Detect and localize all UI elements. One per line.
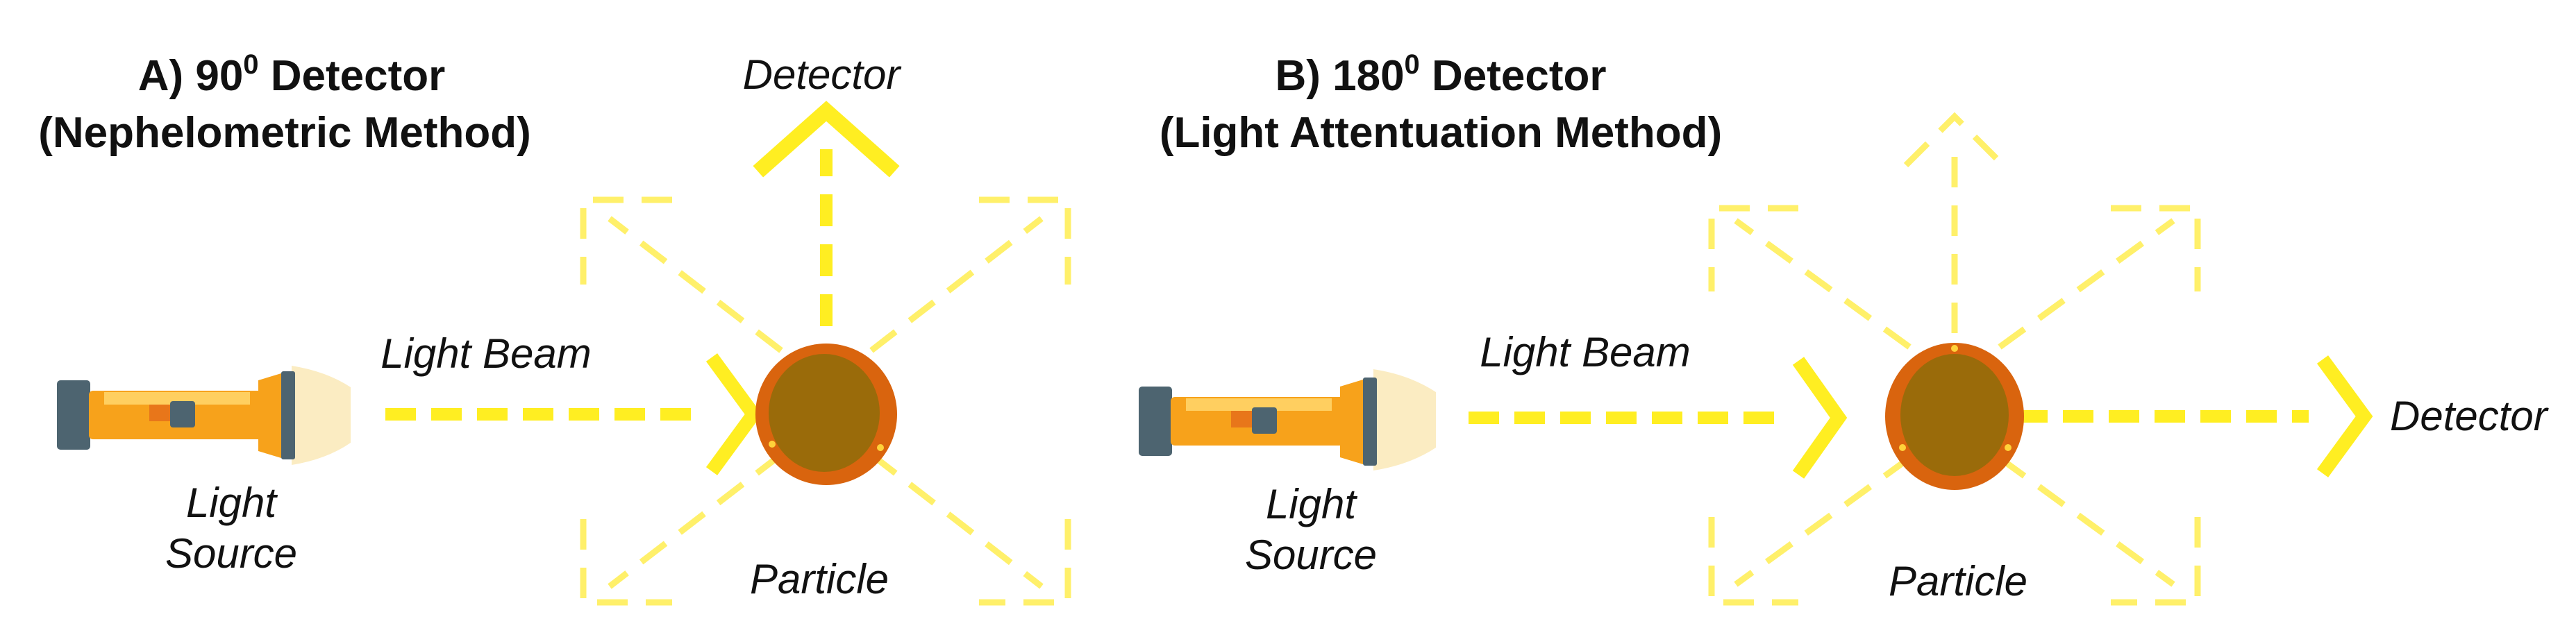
panel-a-bracket-lower-left [580,519,672,606]
panel-a-light-source-label-line2: Source [165,530,297,577]
panel-b-flashlight-lens-ring [1363,378,1377,466]
panel-b-particle-inner [1900,354,2009,476]
panel-a-flashlight-head [258,373,281,458]
panel-a-particle-dot-right [877,444,884,451]
panel-b-flashlight-end-cap [1139,387,1172,456]
panel-b-detector-chevron-arrow-icon [2316,355,2373,477]
panel-b-scatter-rays [1708,112,2201,606]
panel-b-scatter-up-chevron [1903,112,2006,168]
panel-a-scatter-ray-lower-left [608,452,783,589]
panel-b: B) 1800 Detector (Light Attentuation Met… [1139,49,2549,606]
panel-b-title-part1: B) 180 [1275,52,1404,100]
panel-a-bracket-upper-right [979,196,1071,285]
panel-b-light-glow [1373,369,1436,471]
panel-b-particle-dot-top [1951,345,1958,352]
panel-b-particle-dot-right [2005,444,2012,451]
panel-b-light-source-label-line1: Light [1266,481,1357,527]
panel-b-flashlight-icon [1139,369,1436,471]
panel-a-flashlight-end-cap [57,380,90,450]
panel-a-light-glow [292,366,351,465]
panel-a-flashlight-icon [57,366,351,465]
panel-b-bracket-lower-right [2111,517,2201,606]
panel-a-title-part2: Detector [259,52,446,100]
panel-a-subtitle: (Nephelometric Method) [38,109,531,157]
panel-b-title: B) 1800 Detector [1275,49,1606,100]
panel-a-particle-dot-left [769,441,776,448]
panel-b-particle-icon [1885,343,2024,490]
panel-b-scatter-ray-lower-right [1998,455,2175,587]
panel-b-bracket-upper-left [1708,205,1798,291]
panel-a-bracket-lower-right [979,519,1071,606]
panel-b-light-source-label-line2: Source [1245,532,1377,578]
panel-a-scatter-ray-upper-right [869,216,1044,353]
panel-b-particle-dot-left [1899,444,1906,451]
panel-a-particle-icon [755,344,897,485]
panel-a-bracket-upper-left [580,196,672,285]
panel-b-title-part2: Detector [1420,52,1607,100]
panel-b-bracket-lower-left [1708,517,1798,606]
panel-b-beam-chevron-arrow-icon [1792,357,1848,479]
panel-b-subtitle: (Light Attentuation Method) [1160,109,1722,157]
panel-b-title-sup: 0 [1405,49,1420,80]
panel-a-scatter-ray-lower-right [869,452,1044,589]
panel-a-detector-chevron-arrow-icon [753,101,900,178]
panel-b-detector-label: Detector [2390,393,2549,439]
panel-a: A) 900 Detector (Nephelometric Method) D… [38,49,1071,606]
panel-a-scatter-rays [580,196,1071,606]
panel-b-particle-label: Particle [1889,558,2027,604]
panel-a-scatter-ray-upper-left [608,216,783,353]
panel-b-flashlight-highlight [1186,398,1332,411]
panel-a-flashlight-lens-ring [281,371,295,459]
panel-b-scatter-ray-upper-right [1998,218,2175,350]
panel-a-beam-chevron-arrow-icon [705,353,762,475]
panel-b-light-beam-label: Light Beam [1480,329,1691,375]
panel-a-flashlight-highlight [104,392,250,405]
panel-b-scatter-ray-upper-left [1734,218,1912,350]
panel-b-flashlight-head [1340,380,1363,464]
panel-b-flashlight-switch [1252,407,1277,434]
panel-b-scatter-ray-lower-left [1734,455,1912,587]
panel-a-title: A) 900 Detector [138,49,446,100]
panel-a-detector-label: Detector [743,51,902,98]
panel-b-bracket-upper-right [2111,205,2201,291]
panel-a-flashlight-switch [170,401,195,427]
panel-a-title-part1: A) 90 [138,52,244,100]
panel-a-title-sup: 0 [243,49,258,80]
panel-a-particle-label: Particle [750,556,889,602]
panel-a-particle-inner [769,354,880,472]
panel-a-light-source-label-line1: Light [186,480,278,526]
panel-a-light-beam-label: Light Beam [380,330,592,377]
